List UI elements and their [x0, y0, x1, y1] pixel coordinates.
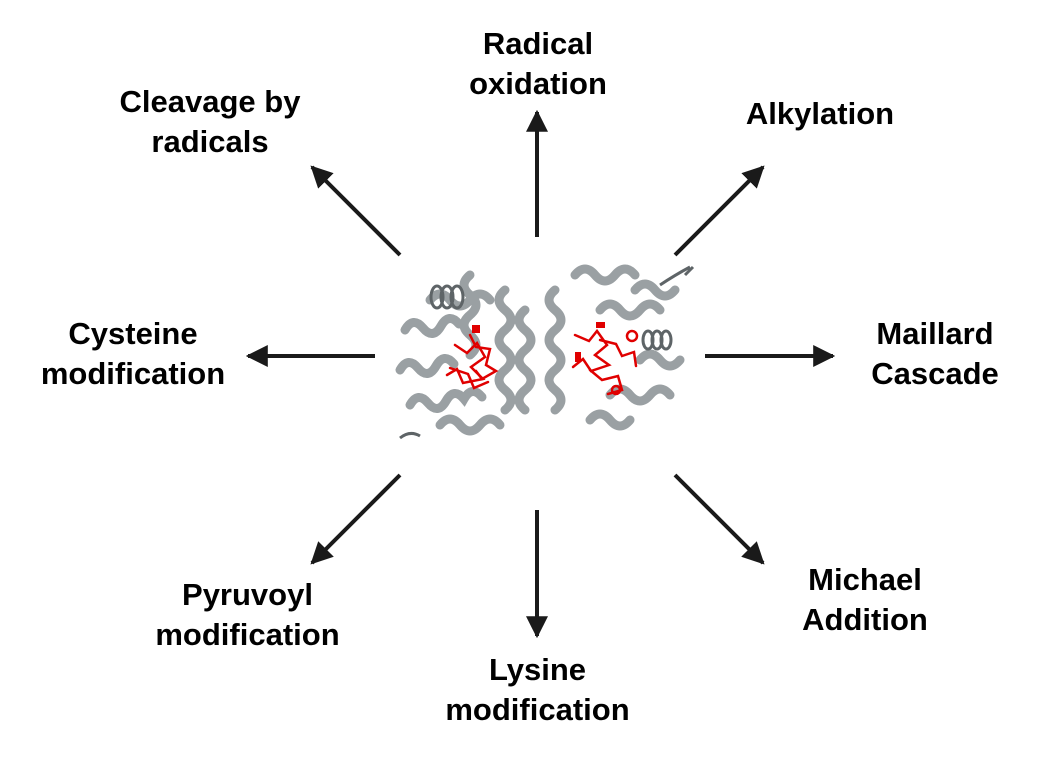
label-line: Cleavage by	[119, 84, 301, 119]
label-line: modification	[40, 356, 226, 391]
label-pyruvoyl-modification: Pyruvoyl modification	[140, 575, 355, 655]
label-line: Lysine	[488, 652, 587, 687]
label-line: Maillard	[876, 316, 994, 351]
arrow-down-left	[310, 473, 402, 565]
label-lysine-modification: Lysine modification	[430, 650, 645, 730]
arrow-down-right	[673, 473, 765, 565]
label-alkylation: Alkylation	[725, 94, 915, 134]
label-michael-addition: Michael Addition	[780, 560, 950, 640]
label-line: Cascade	[871, 356, 999, 391]
label-line: radicals	[151, 124, 269, 159]
label-cleavage-by-radicals: Cleavage by radicals	[100, 82, 320, 162]
label-line: oxidation	[469, 66, 607, 101]
label-line: modification	[445, 692, 630, 727]
label-line: modification	[155, 617, 340, 652]
label-line: Pyruvoyl	[182, 577, 313, 612]
label-line: Cysteine	[68, 316, 198, 351]
label-line: Radical	[482, 26, 594, 61]
label-cysteine-modification: Cysteine modification	[28, 314, 238, 394]
arrow-up-right	[673, 165, 765, 257]
label-line: Alkylation	[745, 96, 895, 131]
label-line: Michael	[808, 562, 922, 597]
label-radical-oxidation: Radical oxidation	[463, 24, 613, 104]
label-maillard-cascade: Maillard Cascade	[845, 314, 1025, 394]
protein-structure-icon	[395, 264, 695, 440]
arrow-up-left	[310, 165, 402, 257]
label-line: Addition	[802, 602, 928, 637]
